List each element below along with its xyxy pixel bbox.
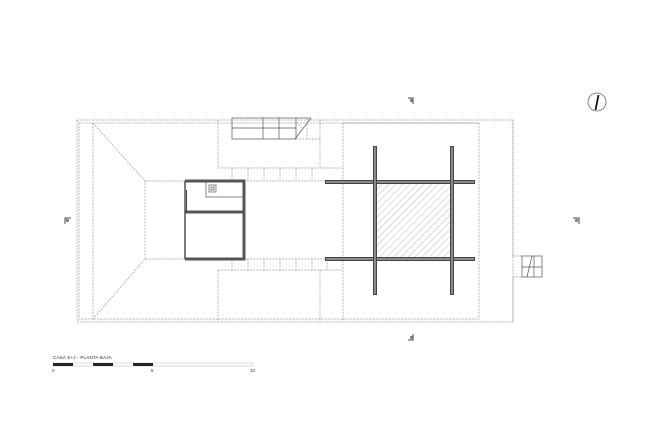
stair-side	[513, 255, 543, 278]
drawing-title: CASA S+J - PLANTA BAJA	[53, 355, 112, 360]
terrace-steps	[218, 168, 343, 270]
north-arrow-icon	[587, 92, 607, 112]
core-room	[184, 179, 246, 261]
scale-label-10: 10	[250, 368, 256, 373]
scale-bar	[52, 362, 254, 367]
section-marker-left	[64, 217, 71, 224]
pergola-structure	[325, 146, 475, 295]
site-outline	[76, 119, 514, 323]
section-marker-top	[408, 97, 414, 104]
section-marker-bottom	[408, 334, 414, 341]
stair-top	[231, 117, 320, 140]
scale-label-5: 5	[151, 368, 154, 373]
scale-label-0: 0	[52, 368, 55, 373]
hatched-slab	[376, 182, 450, 260]
section-marker-right	[573, 217, 580, 224]
